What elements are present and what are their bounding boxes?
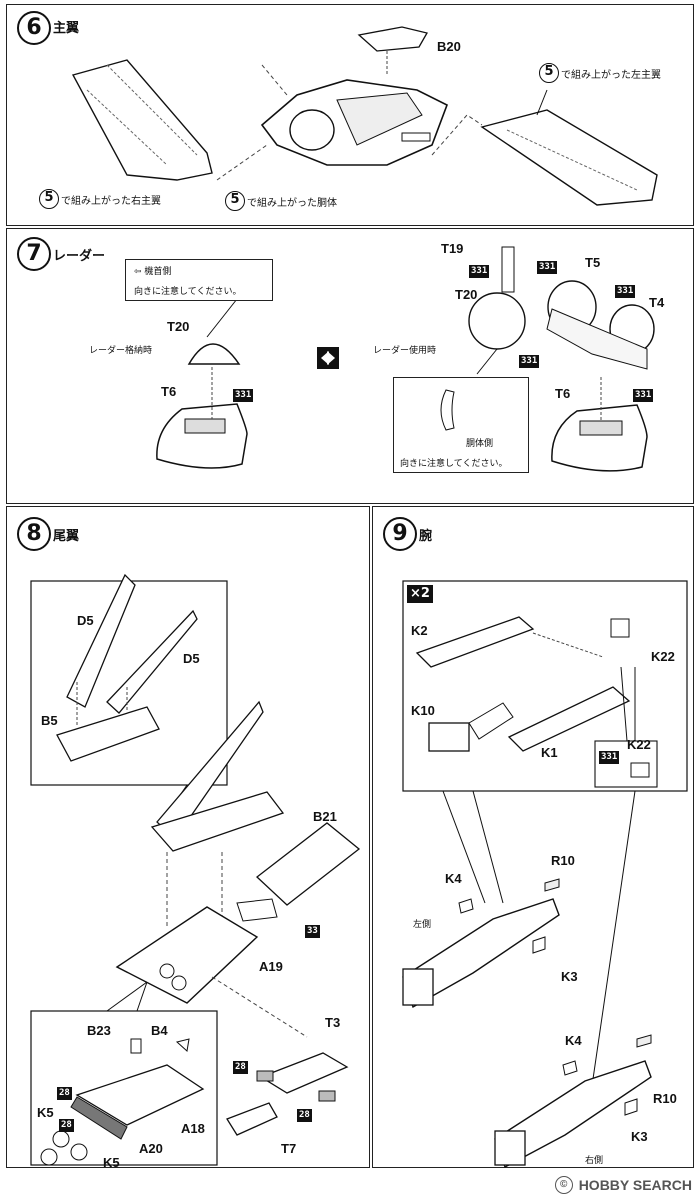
step7-number: 7 [17,237,51,271]
paint-28-b: 28 [59,1119,74,1132]
paint-33: 33 [305,925,320,938]
paint-28-t3a: 28 [233,1061,248,1074]
step6-panel: 6 主翼 B20 5 で組み上がった左主翼 5 で組み上がった右主翼 5 で組み… [6,4,694,226]
paint-28-t3b: 28 [297,1109,312,1122]
paint-331-t4: 331 [615,285,636,298]
direction-note-text-2: 向きに注意してください。 [400,459,508,469]
left-wing-note: 5 で組み上がった左主翼 [539,63,661,83]
part-t20-right: T20 [455,287,478,302]
right-side-label: 右側 [585,1156,604,1166]
multiplier-badge: ×2 [407,585,433,603]
body-side-note: 胴体側 向きに注意してください。 [393,377,529,473]
left-wing-note-text: で組み上がった左主翼 [561,69,661,81]
part-b5: B5 [41,713,58,728]
part-a20: A20 [139,1141,163,1156]
paint-331-t20: 331 [519,355,540,368]
part-b21: B21 [313,809,337,824]
direction-note-text: 向きに注意してください。 [134,287,242,297]
part-r10-b: R10 [653,1091,677,1106]
step7-illustration [156,246,655,472]
step6-number: 6 [17,11,51,45]
part-d5-b: D5 [183,651,200,666]
part-k5-b: K5 [103,1155,120,1170]
paint-28-a: 28 [57,1087,72,1100]
use-label: レーダー使用時 [373,346,437,356]
part-k2: K2 [411,623,428,638]
step-ref-icon: 5 [39,189,59,209]
step8-title: 尾翼 [53,529,80,544]
part-t5: T5 [585,255,601,270]
stored-label: レーダー格納時 [89,346,153,356]
part-k3-b: K3 [631,1129,648,1144]
right-wing-note-text: で組み上がった右主翼 [61,195,161,207]
paint-331-left: 331 [233,389,254,402]
part-k22-a: K22 [651,649,675,664]
step9-panel: 9 腕 ×2 K2 K22 K10 K1 K22 331 K4 R10 左側 K… [372,506,694,1168]
step-ref-icon: 5 [225,191,245,211]
step9-number: 9 [383,517,417,551]
part-k5-a: K5 [37,1105,54,1120]
arrow-left-icon: ⇦ [134,267,142,277]
step7-panel: 7 レーダー ⇦ 機首側 向きに注意してください。 T20 レーダー格納時 T6… [6,228,694,504]
part-k22-b: K22 [627,737,651,752]
watermark-brand: HOBBY SEARCH [578,1177,692,1193]
part-t7: T7 [281,1141,297,1156]
step8-illustration [30,573,361,1166]
copyright-icon: © [554,1176,573,1194]
step8-panel: 8 尾翼 D5 D5 B5 B21 33 A19 B23 B4 28 28 K5… [6,506,370,1170]
body-side-text: 胴体側 [466,439,494,449]
part-b20-label: B20 [437,39,461,54]
part-k10: K10 [411,703,435,718]
paint-331-t19: 331 [469,265,490,278]
part-a18: A18 [181,1121,205,1136]
step9-title: 腕 [419,529,433,544]
nose-direction-note: ⇦ 機首側 向きに注意してください。 [125,259,273,301]
part-k4-b: K4 [565,1033,582,1048]
part-t3: T3 [325,1015,341,1030]
paint-331-k22: 331 [599,751,620,764]
part-a19: A19 [259,959,283,974]
paint-331-t5: 331 [537,261,558,274]
part-t6-left: T6 [161,384,177,399]
part-t19: T19 [441,241,464,256]
watermark: © HOBBY SEARCH [554,1176,692,1194]
part-k4-a: K4 [445,871,462,886]
part-k3-a: K3 [561,969,578,984]
part-r10-a: R10 [551,853,575,868]
paint-331-t6: 331 [633,389,654,402]
step6-illustration [71,26,658,206]
step-ref-icon: 5 [539,63,559,83]
part-k1: K1 [541,745,558,760]
body-note-text: で組み上がった胴体 [247,197,337,209]
step6-title: 主翼 [53,21,80,36]
part-b4: B4 [151,1023,168,1038]
radar-piece-icon [440,389,455,431]
part-t20-left: T20 [167,319,190,334]
step8-number: 8 [17,517,51,551]
step7-title: レーダー [53,249,106,264]
step9-illustration [402,580,688,1168]
body-note: 5 で組み上がった胴体 [225,191,337,211]
right-wing-note: 5 で組み上がった右主翼 [39,189,161,209]
left-side-label: 左側 [413,920,432,930]
part-b23: B23 [87,1023,111,1038]
part-t4: T4 [649,295,665,310]
part-t6-right: T6 [555,386,571,401]
part-d5-a: D5 [77,613,94,628]
nose-side-text: 機首側 [144,267,172,277]
